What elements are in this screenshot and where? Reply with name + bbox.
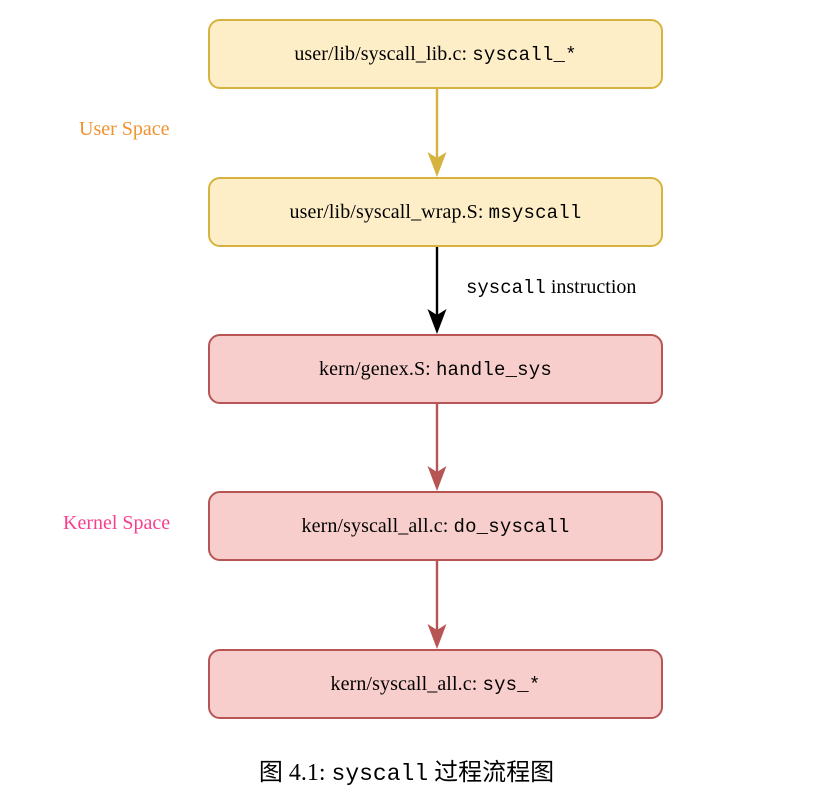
edge-label-syscall-text: instruction (550, 276, 637, 298)
node-do-syscall-file: kern/syscall_all.c: (301, 514, 449, 537)
node-sys-star-label: kern/syscall_all.c: sys_* (331, 674, 541, 695)
node-genex-file: kern/genex.S: (319, 357, 431, 380)
zone-label-user-space: User Space (79, 118, 170, 140)
arrow-syscall-wrap-to-handle-sys (427, 247, 447, 334)
node-syscall-wrap: user/lib/syscall_wrap.S: msyscall (208, 177, 663, 247)
arrow-handle-sys-to-do-syscall (427, 404, 447, 491)
node-syscall-lib-label: user/lib/syscall_lib.c: syscall_* (294, 44, 576, 65)
node-syscall-wrap-label: user/lib/syscall_wrap.S: msyscall (290, 202, 582, 223)
edge-label-syscall-mono: syscall (466, 277, 546, 299)
edge-label-syscall-instruction: syscall instruction (466, 276, 636, 299)
node-syscall-wrap-file: user/lib/syscall_wrap.S: (289, 200, 484, 223)
figure-caption-mono: syscall (331, 761, 429, 787)
node-do-syscall-label: kern/syscall_all.c: do_syscall (302, 516, 570, 537)
zone-label-kernel-space: Kernel Space (63, 512, 171, 534)
node-sys-star-file: kern/syscall_all.c: (330, 672, 478, 695)
figure-caption-suffix: 过程流程图 (434, 760, 555, 786)
node-do-syscall: kern/syscall_all.c: do_syscall (208, 491, 663, 561)
node-sys-star-symbol: sys_* (482, 673, 541, 696)
node-sys-star: kern/syscall_all.c: sys_* (208, 649, 663, 719)
node-genex: kern/genex.S: handle_sys (208, 334, 663, 404)
figure-caption-prefix: 图 4.1: (258, 760, 326, 786)
arrow-do-syscall-to-sys-star (427, 561, 447, 649)
node-syscall-lib: user/lib/syscall_lib.c: syscall_* (208, 19, 663, 89)
node-syscall-lib-file: user/lib/syscall_lib.c: (294, 42, 468, 65)
node-genex-symbol: handle_sys (435, 358, 552, 381)
arrow-syscall-lib-to-syscall-wrap (427, 89, 447, 177)
node-syscall-wrap-symbol: msyscall (488, 201, 582, 224)
node-syscall-lib-symbol: syscall_* (472, 43, 577, 66)
figure-caption: 图 4.1: syscall 过程流程图 (0, 752, 813, 787)
node-do-syscall-symbol: do_syscall (453, 515, 570, 538)
node-genex-label: kern/genex.S: handle_sys (319, 359, 552, 380)
